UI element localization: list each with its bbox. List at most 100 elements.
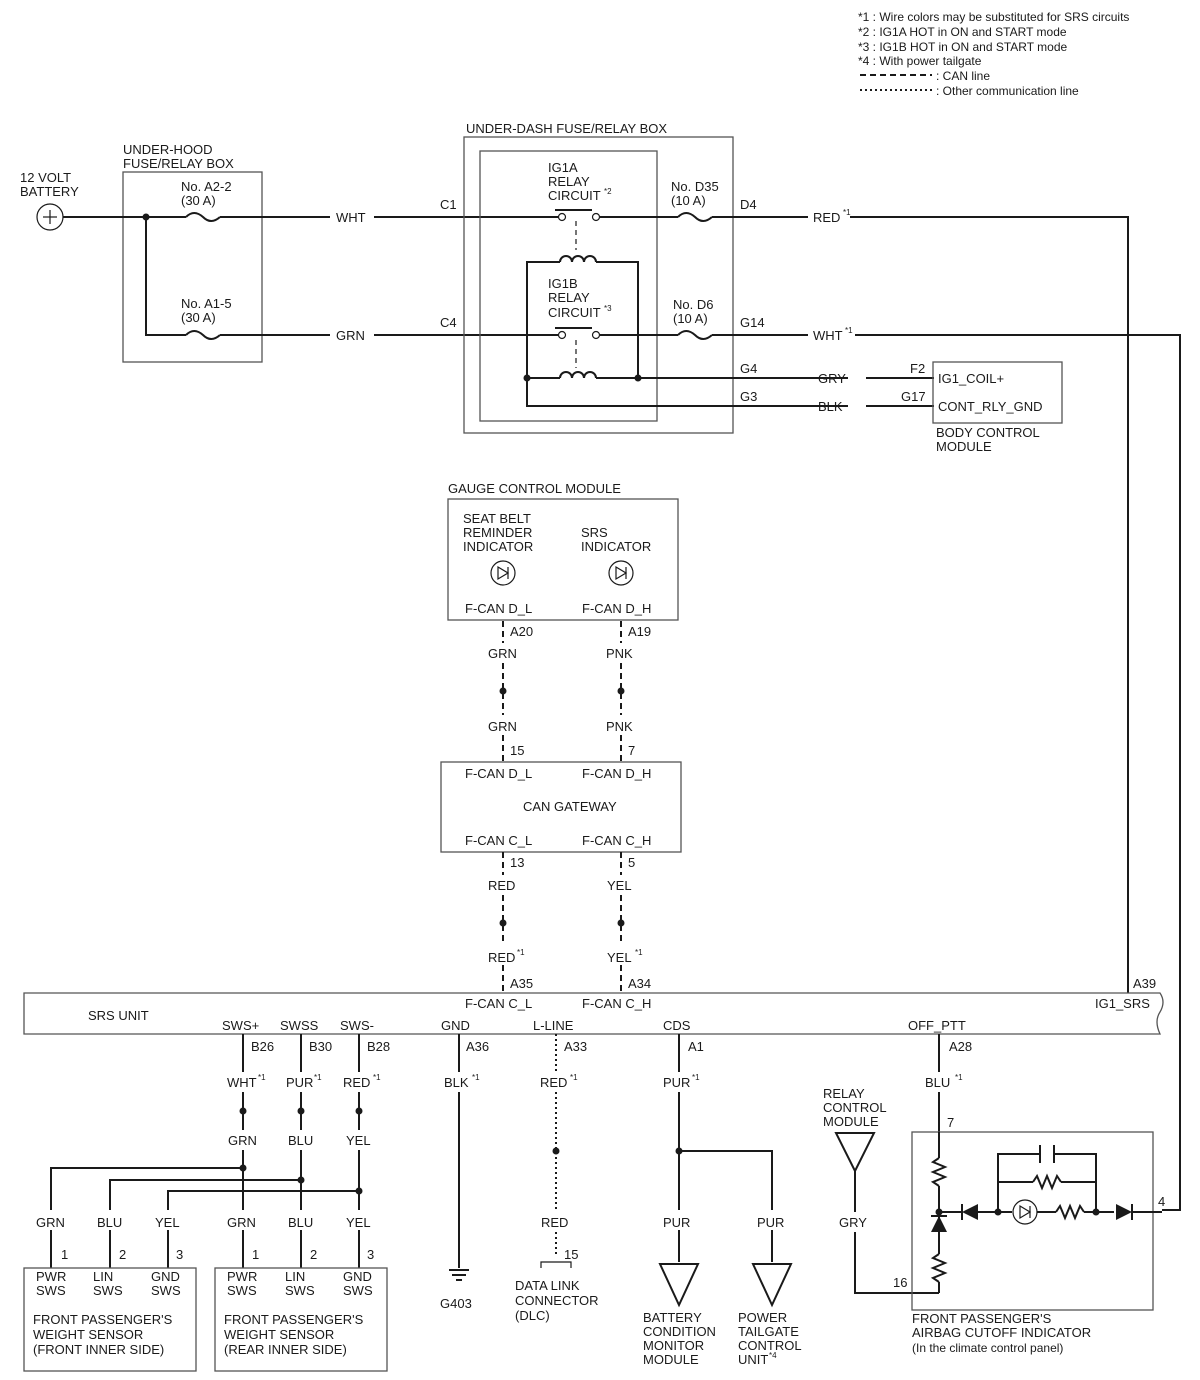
ptcu-footnote: *4 (769, 1351, 777, 1360)
dlc-label-3: (DLC) (515, 1308, 550, 1323)
srs-title: SRS UNIT (88, 1008, 149, 1023)
wire-label-pur-sws: PUR (286, 1075, 313, 1090)
wire-label-grn: GRN (336, 328, 365, 343)
battery-label-2: BATTERY (20, 184, 79, 199)
seat-belt-label-2: REMINDER (463, 525, 532, 540)
cutoff-pin-4: 4 (1158, 1194, 1165, 1209)
underhood-title-1: UNDER-HOOD (123, 142, 213, 157)
gateway-pin-7: 7 (628, 743, 635, 758)
svg-text:CONTROL: CONTROL (823, 1100, 887, 1115)
wire-label-grn-s1: GRN (36, 1215, 65, 1230)
wire-label-red-sws: RED (343, 1075, 370, 1090)
gauge-box (447, 498, 679, 621)
bcmm-label-4: MODULE (643, 1352, 699, 1367)
wire-label-yel-s1: YEL (155, 1215, 180, 1230)
cutoff-diode-left (962, 1204, 978, 1220)
legend-note-3: *3 : IG1B HOT in ON and START mode (858, 40, 1068, 54)
wire-label-yel-s2: YEL (346, 1215, 371, 1230)
cutoff-pin-16: 16 (893, 1275, 907, 1290)
wire-label-yel-upper: YEL (607, 878, 632, 893)
ig1b-footnote: *3 (604, 304, 612, 313)
wire-gry-relay (854, 1171, 939, 1294)
battery-label-1: 12 VOLT (20, 170, 71, 185)
wire-label-wht: WHT (336, 210, 366, 225)
svg-text:SWS: SWS (343, 1283, 373, 1298)
seat-belt-label-3: INDICATOR (463, 539, 533, 554)
srs-terminal-swsp: SWS+ (222, 1018, 259, 1033)
cutoff-diode-vertical (931, 1216, 947, 1232)
ptcu-label-4: UNIT (738, 1352, 768, 1367)
battery: 12 VOLT BATTERY (20, 170, 79, 231)
ground-icon (449, 1269, 469, 1281)
wire-label-gry: GRY (818, 371, 846, 386)
cutoff-label-1: FRONT PASSENGER'S (912, 1311, 1052, 1326)
underhood-fuse-box: UNDER-HOOD FUSE/RELAY BOX No. A2-2 (30 A… (122, 142, 263, 363)
bcm-pin-f2: F2 (910, 361, 925, 376)
wire-label-red-lline: RED (540, 1075, 567, 1090)
wire-label-grn-s2: GRN (227, 1215, 256, 1230)
svg-text:*1: *1 (955, 1073, 963, 1082)
dlc-connector-icon (540, 1261, 572, 1268)
cutoff-resistor-top (930, 1157, 948, 1187)
gauge-pin-a19: A19 (628, 624, 651, 639)
srs-pin-a35: A35 (510, 976, 533, 991)
underdash-inner-box (479, 150, 658, 422)
svg-text:2: 2 (119, 1247, 126, 1262)
gauge-pin-a20: A20 (510, 624, 533, 639)
svg-text:PWR: PWR (36, 1269, 66, 1284)
svg-text:*1: *1 (314, 1073, 322, 1082)
gateway-fcan-ch: F-CAN C_H (582, 833, 651, 848)
connector-d4: D4 (740, 197, 757, 212)
svg-text:*1: *1 (570, 1073, 578, 1082)
svg-text:*1: *1 (843, 208, 851, 217)
underdash-title: UNDER-DASH FUSE/RELAY BOX (466, 121, 667, 136)
svg-text:FRONT PASSENGER'S: FRONT PASSENGER'S (224, 1312, 364, 1327)
svg-text:*1: *1 (517, 948, 525, 957)
gateway-box (440, 761, 682, 853)
cutoff-resistor-parallel (1032, 1173, 1062, 1191)
cutoff-resistor-bottom (930, 1253, 948, 1283)
cutoff-label-3: (In the climate control panel) (912, 1341, 1063, 1355)
wire-label-blu-s1: BLU (97, 1215, 122, 1230)
svg-text:GND: GND (151, 1269, 180, 1284)
srs-pin-a1: A1 (688, 1039, 704, 1054)
legend: *1 : Wire colors may be substituted for … (858, 10, 1129, 98)
svg-text:WEIGHT SENSOR: WEIGHT SENSOR (33, 1327, 143, 1342)
ig1a-relay (526, 209, 678, 378)
wire-label-pur-ptcu: PUR (757, 1215, 784, 1230)
gateway-fcan-dh: F-CAN D_H (582, 766, 651, 781)
srs-fcan-cl: F-CAN C_L (465, 996, 532, 1011)
body-control-module: F2 G17 IG1_COIL+ CONT_RLY_GND BODY CONTR… (901, 361, 1063, 454)
srs-fcan-ch: F-CAN C_H (582, 996, 651, 1011)
svg-text:MODULE: MODULE (823, 1114, 879, 1129)
svg-text:SWS: SWS (36, 1283, 66, 1298)
ig1b-label-1: IG1B (548, 276, 578, 291)
ig1a-label-2: RELAY (548, 174, 590, 189)
wire-label-pnk-upper: PNK (606, 646, 633, 661)
wire-label-gry-relay: GRY (839, 1215, 867, 1230)
ig1a-label-3: CIRCUIT (548, 188, 601, 203)
bcmm-label-1: BATTERY (643, 1310, 702, 1325)
srs-pin-a28: A28 (949, 1039, 972, 1054)
srs-pin-a34: A34 (628, 976, 651, 991)
dlc-pin-15: 15 (564, 1247, 578, 1262)
fuse-d35-icon (677, 212, 713, 222)
svg-text:3: 3 (176, 1247, 183, 1262)
svg-text:(FRONT INNER SIDE): (FRONT INNER SIDE) (33, 1342, 164, 1357)
svg-text:LIN: LIN (285, 1269, 305, 1284)
ig1b-label-2: RELAY (548, 290, 590, 305)
svg-text:1: 1 (252, 1247, 259, 1262)
fuse-d6-number: No. D6 (673, 297, 713, 312)
svg-text:RELAY: RELAY (823, 1086, 865, 1101)
wire-red-d4-to-srs (712, 216, 1129, 993)
wire-label-grn-upper: GRN (488, 646, 517, 661)
svg-text:SWS: SWS (93, 1283, 123, 1298)
svg-text:SWS: SWS (285, 1283, 315, 1298)
svg-text:WEIGHT SENSOR: WEIGHT SENSOR (224, 1327, 334, 1342)
srs-terminal-lline: L-LINE (533, 1018, 574, 1033)
srs-pin-a33: A33 (564, 1039, 587, 1054)
connector-g3: G3 (740, 389, 757, 404)
ig1a-coil (559, 255, 597, 263)
connector-g4: G4 (740, 361, 757, 376)
bcmm-module-icon (658, 1263, 700, 1308)
